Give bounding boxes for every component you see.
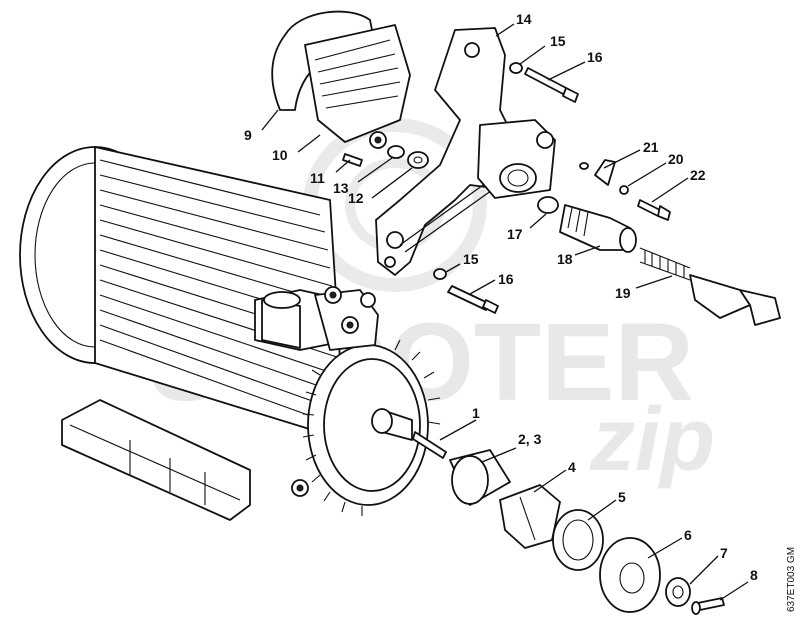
callout-16-bottom: 16 — [498, 271, 514, 287]
callout-8: 8 — [750, 567, 758, 583]
callout-17: 17 — [507, 226, 523, 242]
drawing-code: 637ET003 GM — [786, 547, 797, 612]
hose-fittings — [537, 159, 781, 326]
callout-20: 20 — [668, 151, 684, 167]
bottom-bolt-set — [433, 268, 499, 314]
callout-15-top: 15 — [550, 33, 566, 49]
leader-lines — [261, 23, 749, 601]
callout-2-3: 2, 3 — [518, 431, 542, 447]
callout-4: 4 — [568, 459, 576, 475]
callout-16-top: 16 — [587, 49, 603, 65]
callout-11: 11 — [310, 170, 325, 186]
callout-22: 22 — [690, 167, 706, 183]
callouts: 9 10 11 12 13 14 15 16 17 18 19 20 21 22… — [244, 11, 758, 583]
callout-7: 7 — [720, 545, 728, 561]
callout-15-bottom: 15 — [463, 251, 479, 267]
callout-6: 6 — [684, 527, 692, 543]
callout-10: 10 — [272, 147, 288, 163]
callout-19: 19 — [615, 285, 631, 301]
motor-body — [19, 146, 441, 521]
callout-1: 1 — [472, 405, 480, 421]
callout-18: 18 — [557, 251, 573, 267]
drive-parts — [412, 431, 725, 615]
callout-12: 12 — [348, 190, 364, 206]
callout-5: 5 — [618, 489, 626, 505]
callout-9: 9 — [244, 127, 252, 143]
callout-14: 14 — [516, 11, 532, 27]
callout-21: 21 — [643, 139, 659, 155]
watermark-script: zip — [589, 390, 715, 490]
fan-cover-assembly — [271, 10, 429, 169]
callout-13: 13 — [333, 180, 349, 196]
o-ring-17 — [537, 196, 559, 214]
bracket-assembly — [375, 27, 556, 276]
top-bolt-set — [509, 62, 579, 103]
